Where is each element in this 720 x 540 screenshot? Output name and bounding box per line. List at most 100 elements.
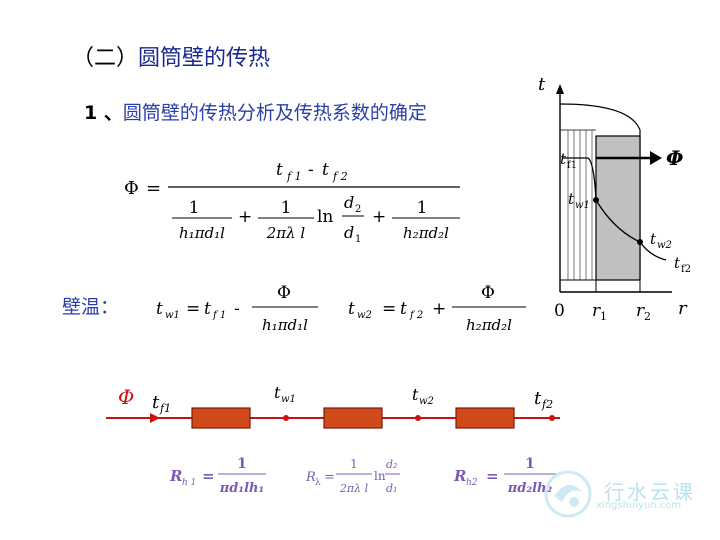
plus-sign-1: +: [238, 207, 252, 227]
resistor-lambda: [323, 407, 383, 429]
eq2-tf2: t: [400, 299, 407, 319]
rl-denominator: 2πλ l: [339, 482, 369, 495]
tw2-subscript: w2: [357, 310, 372, 321]
eq2-phi: Φ: [481, 283, 495, 303]
tw2-point: [637, 239, 643, 245]
wall-temp-equations: t w1 = t f 1 - Φ h₁πd₁l t w2 = t f 2 + Φ…: [156, 283, 526, 334]
rh2-subscript: h2: [466, 478, 478, 488]
node-tw2: [415, 415, 421, 421]
eq1-minus: -: [234, 299, 240, 319]
term3-denominator: h₂πd₂l: [403, 224, 449, 242]
rl-one: 1: [350, 457, 358, 471]
watermark-text: 行水云课: [604, 480, 696, 504]
rl-subscript: λ: [315, 478, 321, 488]
circuit-tw2: t: [412, 385, 419, 404]
cylinder-top-edge: [559, 103, 641, 131]
temperature-curve: [562, 157, 667, 261]
graph-tf2: t: [674, 254, 681, 272]
plus-sign-2: +: [372, 207, 386, 227]
heat-flow-formula: Φ = t f 1 - t f 2 1 h₁πd₁l + 1 2πλ l ln …: [124, 160, 460, 245]
graph-tw1: t: [568, 190, 575, 208]
graph-tw2: t: [650, 230, 657, 248]
subtitle-number: 1 、: [84, 102, 123, 124]
rh1-symbol: R: [169, 467, 182, 485]
d2-symbol: d: [344, 193, 354, 212]
term3-numerator: 1: [417, 198, 428, 218]
tw1-point: [593, 197, 599, 203]
circuit-tw2-sub: w2: [419, 396, 434, 407]
ln-symbol: ln: [317, 207, 333, 227]
term1-denominator: h₁πd₁l: [179, 224, 225, 242]
node-tw1: [283, 415, 289, 421]
eq1-denominator: h₁πd₁l: [262, 316, 308, 334]
phi-symbol: Φ: [124, 178, 139, 199]
eq2-equals: =: [382, 299, 396, 319]
d1-symbol: d: [344, 223, 354, 242]
rh2-one: 1: [525, 456, 535, 472]
graph-r2: r: [636, 301, 645, 321]
rl-d1: d₁: [386, 482, 397, 495]
watermark-logo-icon: [544, 470, 592, 518]
subtitle-text: 圆筒壁的传热分析及传热系数的确定: [122, 102, 427, 124]
d2-subscript: 2: [355, 204, 361, 215]
wall-temp-label: 壁温：: [62, 296, 120, 318]
circuit-tf2: t: [534, 388, 542, 409]
eq2-plus: +: [432, 299, 446, 319]
eq1-tf1-sub: f 1: [212, 310, 226, 321]
graph-tf1: t: [560, 150, 567, 168]
rl-symbol: R: [305, 470, 316, 485]
graph-r2-sub: 2: [644, 310, 651, 323]
graph-tf2-sub: f2: [681, 264, 691, 275]
eq1-tf1: t: [204, 299, 211, 319]
title-text: 圆筒壁的传热: [138, 46, 271, 71]
thermal-circuit: Φ t f1 t w1 t w2 t f2: [106, 383, 560, 429]
origin-label: 0: [554, 301, 565, 321]
t-axis-arrow: [556, 84, 564, 94]
tf1-subscript: f 1: [286, 170, 302, 183]
graph-tf1-sub: f1: [567, 160, 577, 171]
rh1-equals: =: [202, 467, 215, 485]
heat-flux-arrowhead: [650, 151, 662, 165]
eq1-equals: =: [186, 299, 200, 319]
title-prefix: （二）: [72, 46, 139, 71]
rh1-one: 1: [237, 456, 247, 472]
tw1-subscript: w1: [165, 310, 180, 321]
term1-numerator: 1: [189, 198, 200, 218]
section-title: （二）圆筒壁的传热: [72, 40, 270, 72]
circuit-phi: Φ: [118, 385, 134, 409]
graph-r1: r: [592, 301, 601, 321]
temperature-profile-graph: t r 0 Φ t f1 t w1 t w2 t f2 r 1 r 2: [538, 74, 691, 323]
tw2-symbol: t: [348, 299, 355, 319]
t-axis-label: t: [538, 74, 546, 95]
circuit-tw1: t: [274, 383, 281, 402]
d1-subscript: 1: [355, 234, 361, 245]
circuit-tf1-sub: f1: [159, 402, 171, 415]
rh2-symbol: R: [453, 467, 466, 485]
rl-d2: d₂: [386, 458, 397, 471]
term2-numerator: 1: [281, 198, 292, 218]
eq2-denominator: h₂πd₂l: [466, 316, 512, 334]
graph-phi-label: Φ: [666, 146, 684, 170]
rh1-subscript: h 1: [182, 478, 196, 488]
r-axis-label: r: [678, 298, 688, 319]
tf2-subscript: f 2: [332, 170, 348, 183]
tf1-symbol: t: [276, 160, 283, 180]
minus-sign: -: [308, 160, 314, 180]
tw1-symbol: t: [156, 299, 163, 319]
rl-ln: ln: [374, 469, 386, 483]
cylinder-wall: [595, 135, 641, 281]
circuit-tw1-sub: w1: [281, 394, 296, 405]
tf2-symbol: t: [322, 160, 329, 180]
graph-tw1-sub: w1: [575, 200, 590, 211]
rh2-denominator: πd₂lh₂: [507, 481, 553, 496]
graph-tw2-sub: w2: [657, 240, 672, 251]
resistor-h2: [455, 407, 515, 429]
rh1-denominator: πd₁lh₁: [219, 481, 264, 496]
rl-equals: =: [324, 470, 335, 485]
eq1-phi: Φ: [277, 283, 291, 303]
subtitle: 1 、圆筒壁的传热分析及传热系数的确定: [84, 98, 427, 125]
circuit-tf1: t: [152, 392, 160, 413]
rh2-equals: =: [486, 467, 499, 485]
eq2-tf2-sub: f 2: [409, 310, 423, 321]
circuit-tf2-sub: f2: [541, 398, 553, 411]
